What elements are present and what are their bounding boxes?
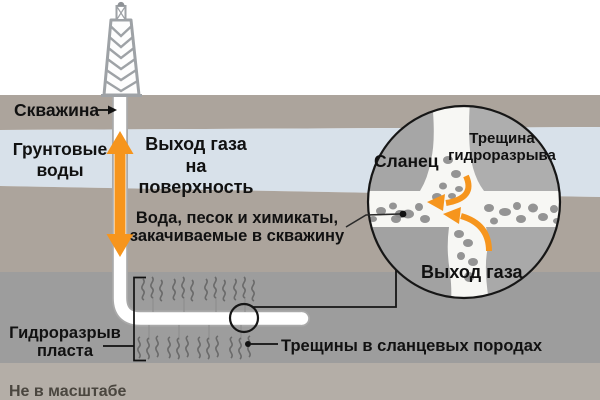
injection-flow-arrow (106, 131, 134, 257)
derrick-icon (101, 1, 142, 97)
injection-label: Вода, песок и химикаты, закачиваемые в с… (129, 209, 345, 245)
injection-leader-line (345, 210, 407, 228)
well-label: Скважина (14, 100, 100, 120)
inset-circle (366, 104, 562, 300)
proppant-pebbles (369, 156, 560, 282)
inset-shale-label: Сланец (374, 151, 439, 171)
fracking-bracket (103, 276, 146, 362)
well-label-arrow (98, 105, 117, 115)
gas-to-surface-label: Выход газа на поверхность (138, 134, 254, 197)
not-to-scale-note: Не в масштабе (9, 383, 127, 400)
zoom-source-circle (228, 302, 260, 334)
cracks-leader-line (245, 341, 278, 347)
deep-rock-band (0, 363, 600, 400)
inset-gas-output-label: Выход газа (421, 262, 523, 282)
gas-flow-arrows (427, 174, 492, 252)
groundwater-label: Грунтовые воды (12, 139, 108, 180)
sky-band (0, 0, 600, 96)
well-pipe (112, 86, 310, 327)
zoom-connector-line (252, 270, 397, 308)
fracking-label: Гидроразрыв пласта (9, 324, 121, 360)
shale-cracks-label: Трещины в сланцевых породах (281, 337, 543, 355)
inset-crack-label: Трещина гидроразрыва (448, 130, 556, 164)
